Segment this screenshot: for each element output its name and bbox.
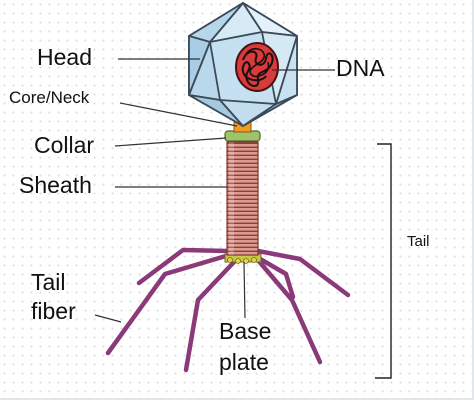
label-collar: Collar xyxy=(34,132,95,158)
label-base-plate-line2: plate xyxy=(219,349,269,375)
tail-fiber-front-left xyxy=(183,259,237,373)
label-base-plate-line1: Base xyxy=(219,318,272,344)
label-tail: Tail xyxy=(407,233,430,250)
leader-tail-fiber xyxy=(94,314,122,323)
tail-fiber-right-mid xyxy=(254,256,323,365)
tail-fiber-right-outer xyxy=(255,248,351,298)
label-tail-fiber-line1: Tail xyxy=(31,269,66,295)
leader-lines xyxy=(94,58,335,323)
label-tail-fiber-line2: fiber xyxy=(31,298,76,324)
label-head: Head xyxy=(37,44,92,70)
tail-bracket xyxy=(375,143,392,379)
tail-fibers xyxy=(105,247,351,373)
label-core-neck: Core/Neck xyxy=(9,88,90,107)
label-sheath: Sheath xyxy=(19,172,92,198)
leader-collar xyxy=(114,137,227,147)
tail-fiber-left-inner xyxy=(105,253,229,356)
tail-fiber-right-inner xyxy=(252,253,296,300)
base-plate xyxy=(224,253,262,264)
leader-base-plate xyxy=(243,261,246,319)
label-dna: DNA xyxy=(336,55,385,81)
sheath xyxy=(226,141,259,256)
tail-fiber-left-outer xyxy=(136,247,231,286)
leader-core-neck xyxy=(119,102,238,127)
dna-genome xyxy=(235,42,279,92)
